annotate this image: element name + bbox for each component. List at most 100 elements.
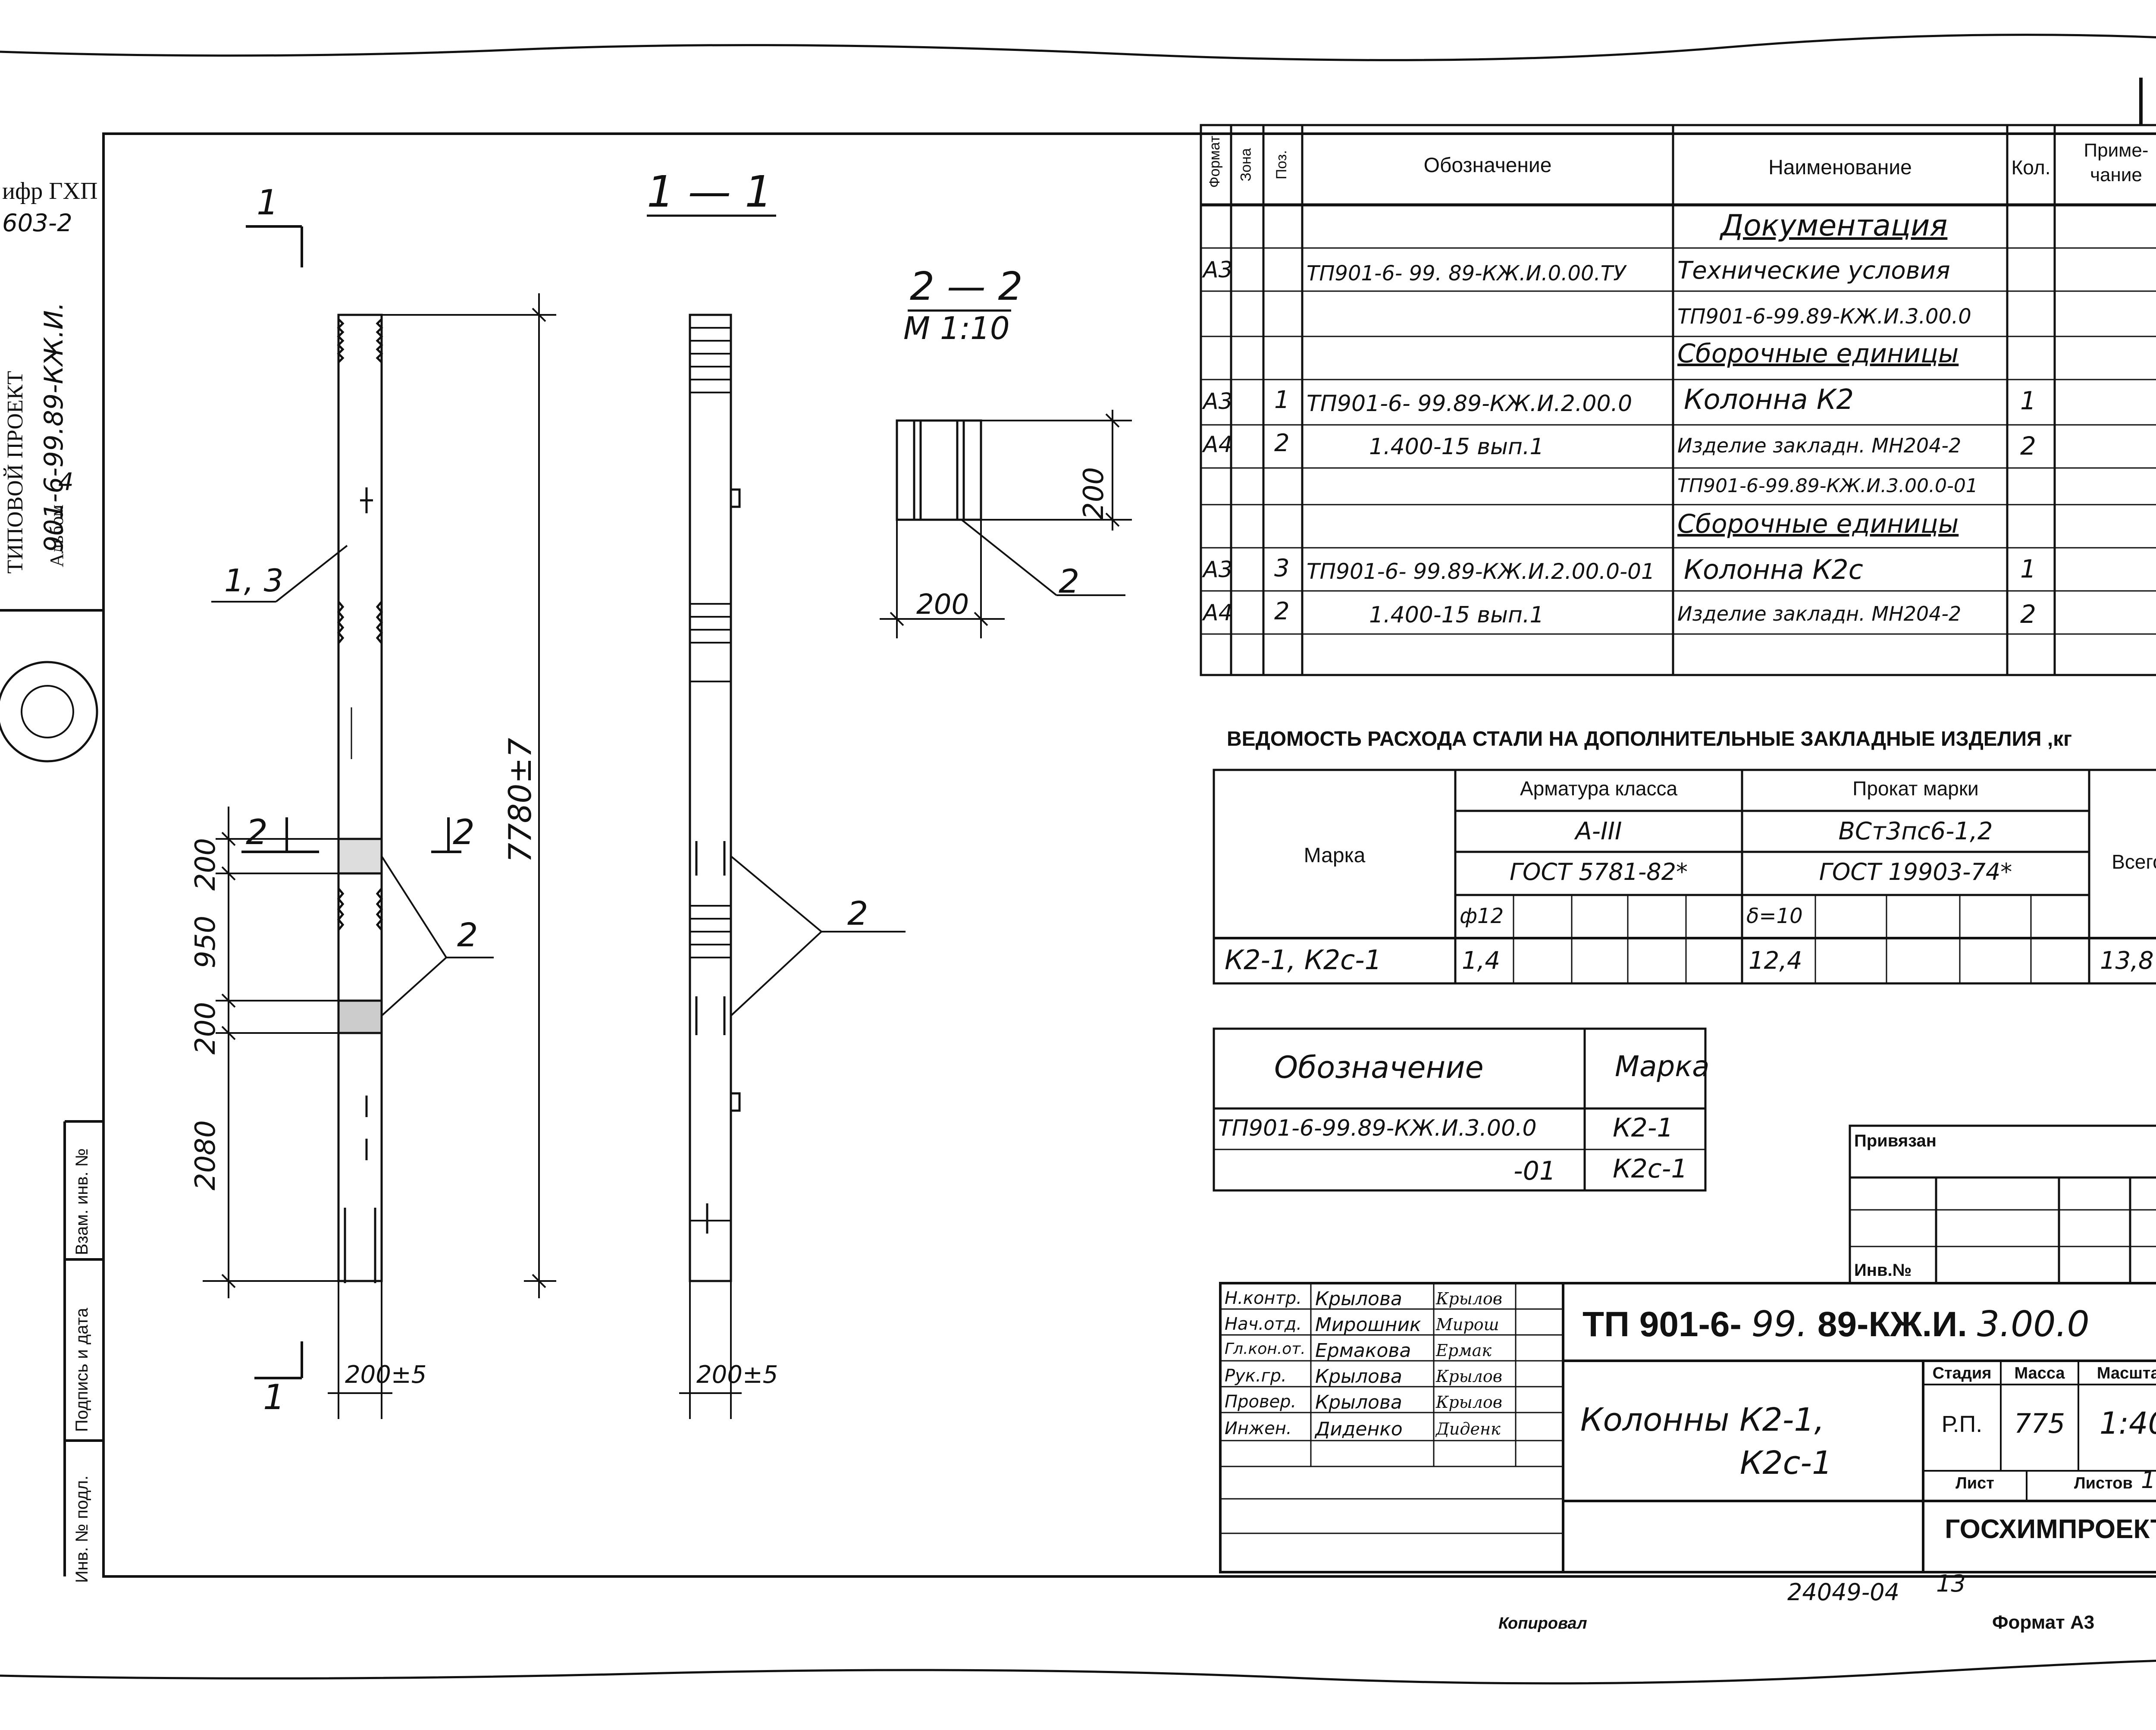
signature-1: Крылов — [1436, 1289, 1502, 1308]
dim-200-mid: 200 — [190, 1002, 222, 1055]
steel-prokat-mark: ВСт3пс6-1,2 — [1838, 817, 1993, 845]
marks-header-marka: Марка — [1615, 1050, 1710, 1083]
name-5: Крылова — [1315, 1391, 1402, 1413]
spec-poz: 2 — [1274, 597, 1290, 625]
marks-header-oboz: Обозначение — [1274, 1050, 1484, 1085]
name-1: Крылова — [1315, 1288, 1402, 1310]
dim-total-height: 7780±7 — [502, 738, 538, 863]
dim-width-left: 200±5 — [345, 1361, 427, 1389]
section-2-2-title: 2 — 2 — [910, 264, 1023, 309]
cut-mark-2-left: 2 — [246, 812, 268, 852]
cut-mark-1-bottom: 1 — [263, 1377, 285, 1417]
section-1-1-title: 1 — 1 — [647, 166, 772, 217]
spec-poz: 3 — [1274, 554, 1290, 582]
marks-row1-marka: К2-1 — [1613, 1113, 1673, 1143]
name-3: Ермакова — [1315, 1340, 1411, 1362]
name-2: Мирошник — [1315, 1314, 1421, 1336]
listov-label: Листов — [2074, 1474, 2133, 1492]
spec-naim: Колонна К2с — [1684, 554, 1863, 585]
name-6: Диденко — [1315, 1418, 1403, 1440]
masshtab-value: 1:40 — [2099, 1406, 2156, 1441]
stadia-value: Р.П. — [1941, 1411, 1983, 1437]
doc-code: ТП 901-6- 99. 89-КЖ.И. 3.00.0 — [1583, 1307, 2090, 1342]
doc-code-hand1: 99. — [1751, 1304, 1808, 1345]
dim-200-top: 200 — [190, 838, 222, 891]
spec-format: А4 — [1203, 432, 1233, 458]
inv-podl-label: Инв. № подл. — [72, 1475, 91, 1583]
spec-naim: Сборочные единицы — [1677, 509, 1959, 539]
column-side-view — [689, 314, 741, 1282]
spec-naim: Документация — [1720, 209, 1948, 243]
position-label-1-3: 1, 3 — [224, 562, 284, 599]
steel-row-marka: К2-1, К2с-1 — [1225, 944, 1382, 976]
steel-row-total: 13,8 — [2100, 947, 2154, 975]
spec-oboz: 1.400-15 вып.1 — [1369, 602, 1544, 628]
cut-mark-1-top: 1 — [257, 182, 279, 223]
name-4: Крылова — [1315, 1366, 1402, 1388]
dim-950: 950 — [190, 915, 222, 968]
spec-naim: Изделие закладн. МН204-2 — [1677, 602, 1962, 625]
spec-kol: 1 — [2020, 386, 2036, 415]
list-label: Лист — [1955, 1474, 1994, 1492]
page-number: 13 — [1936, 1570, 1966, 1597]
doc-code-print: ТП 901-6- — [1583, 1305, 1742, 1344]
privyazan-inv-label: Инв.№ — [1854, 1261, 1912, 1280]
spec-header-zona: Зона — [1238, 148, 1254, 182]
signature-5: Крылов — [1436, 1393, 1502, 1412]
steel-header-marka: Марка — [1304, 844, 1366, 867]
steel-prokat-gost: ГОСТ 19903-74* — [1819, 858, 2012, 885]
steel-table-grid — [1213, 769, 2156, 985]
section-2-2-dim-height: 200 — [1078, 467, 1110, 520]
spec-kol: 1 — [2020, 554, 2036, 584]
spec-header-format: Формат — [1206, 135, 1223, 188]
spec-kol: 2 — [2020, 600, 2036, 629]
spec-header-prim: Приме-чание — [2084, 140, 2149, 186]
spec-format: А4 — [1203, 600, 1233, 626]
section-2-2-drawing — [880, 410, 1132, 638]
steel-row-prokat: 12,4 — [1749, 947, 1802, 975]
spec-naim: ТП901-6-99.89-КЖ.И.3.00.0-01 — [1677, 475, 1978, 497]
spec-oboz: 1.400-15 вып.1 — [1369, 434, 1544, 460]
inventory-number: 24049-04 — [1787, 1579, 1899, 1606]
role-1: Н.контр. — [1225, 1288, 1302, 1308]
steel-row-arm: 1,4 — [1462, 947, 1501, 975]
role-2: Нач.отд. — [1225, 1314, 1302, 1334]
signature-4: Крылов — [1436, 1367, 1502, 1386]
listov-value: 1 — [2141, 1466, 2156, 1494]
organization: ГОСХИМПРОЕКТ — [1945, 1514, 2156, 1544]
marks-row1-oboz: ТП901-6-99.89-КЖ.И.3.00.0 — [1218, 1115, 1537, 1141]
section-2-2-leader-label: 2 — [1059, 562, 1080, 600]
spec-naim: Сборочные единицы — [1677, 339, 1959, 369]
podpis-data-label: Подпись и дата — [72, 1308, 91, 1432]
spec-oboz: ТП901-6- 99.89-КЖ.И.2.00.0 — [1307, 391, 1633, 417]
marks-table-grid — [1213, 1027, 1707, 1192]
section-2-2-dim-width: 200 — [916, 589, 969, 621]
shifr-label: ифр ГХП — [2, 178, 98, 204]
spec-naim: Колонна К2 — [1684, 384, 1854, 416]
dim-width-right: 200±5 — [696, 1361, 778, 1389]
spec-naim: Изделие закладн. МН204-2 — [1677, 434, 1962, 457]
steel-armatura-class: А-III — [1575, 817, 1622, 845]
album-label: Альбом — [46, 504, 67, 567]
dimension-lines — [203, 214, 1011, 1419]
stadia-label: Стадия — [1932, 1364, 1992, 1382]
position-label-2-left: 2 — [457, 916, 478, 954]
position-label-2-right: 2 — [847, 894, 868, 933]
copied-label: Копировал — [1498, 1614, 1587, 1633]
spec-poz: 1 — [1274, 386, 1290, 414]
dim-2080: 2080 — [190, 1120, 222, 1190]
vzam-inv-label: Взам. инв. № — [72, 1148, 91, 1255]
doc-code-print2: 89-КЖ.И. — [1817, 1305, 1968, 1344]
spec-format: А3 — [1203, 257, 1233, 283]
project-label: ТИПОВОЙ ПРОЕКТ — [3, 370, 28, 574]
title-block-grid — [1219, 1282, 2156, 1573]
marks-row2-oboz: -01 — [1514, 1156, 1556, 1186]
role-3: Гл.кон.от. — [1225, 1340, 1306, 1358]
spec-header-kol: Кол. — [2011, 156, 2051, 179]
spec-naim: ТП901-6-99.89-КЖ.И.3.00.0 — [1677, 305, 1971, 329]
sheet-title-line1: Колонны К2-1, — [1580, 1401, 1825, 1438]
section-2-2-scale: М 1:10 — [903, 310, 1010, 346]
massa-label: Масса — [2014, 1364, 2065, 1382]
column-elevation — [337, 314, 383, 1283]
